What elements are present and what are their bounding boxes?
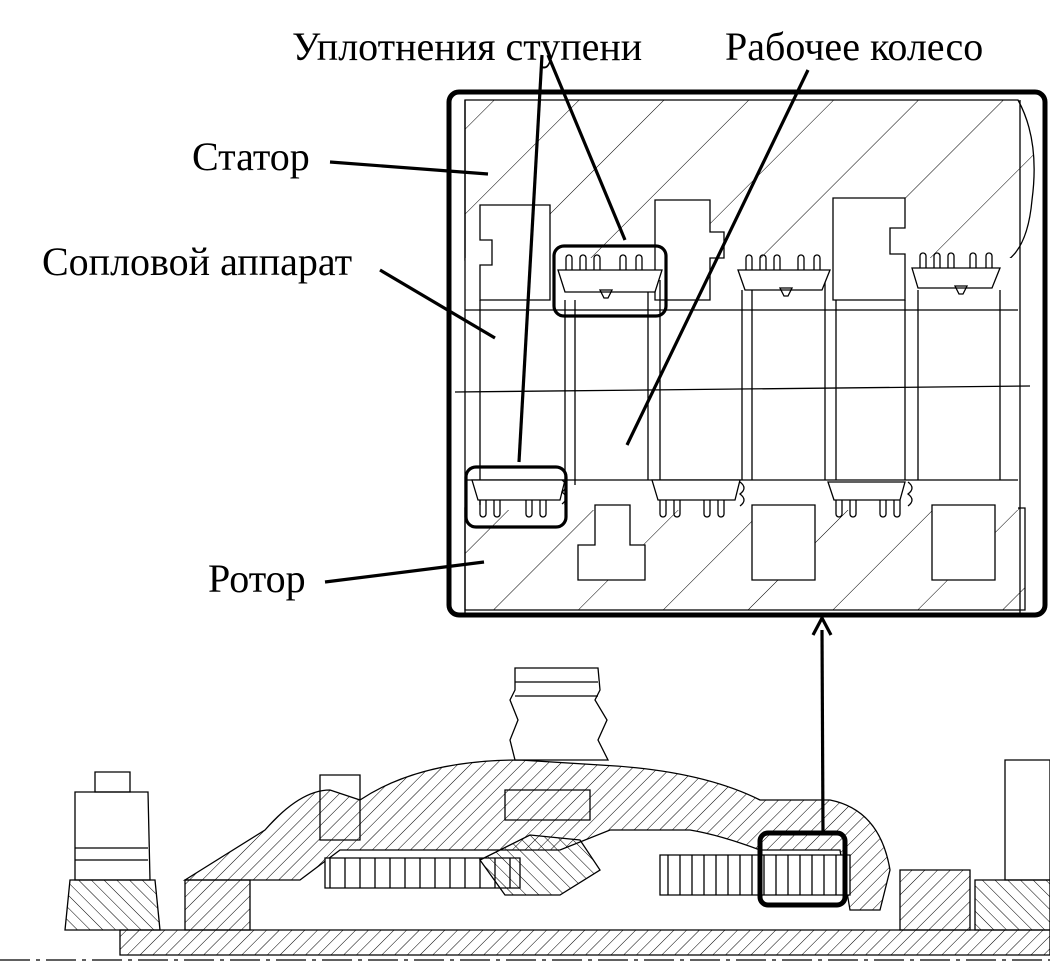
section-highlight (757, 830, 848, 908)
leader-stator (329, 160, 489, 176)
inset-frame (446, 89, 1048, 618)
upper-seal-teeth (557, 252, 1001, 299)
top-flange (509, 667, 610, 761)
label-rotor: Ротор (208, 556, 306, 601)
lp-blade-rows (659, 854, 851, 896)
leader-rotor (324, 560, 485, 584)
leader-lines (324, 54, 810, 584)
leader-nozzle (379, 268, 496, 340)
label-rotor-wheel: Рабочее колесо (725, 24, 983, 69)
leader-seals-lower (517, 54, 544, 463)
detail-inset (446, 89, 1048, 618)
label-nozzle: Сопловой аппарат (42, 239, 352, 284)
leader-wheel (625, 69, 810, 446)
label-stage-seals: Уплотнения ступени (292, 24, 642, 69)
leader-seals-upper (546, 54, 627, 241)
lower-seal-highlight (464, 465, 568, 529)
right-bearing (1004, 759, 1050, 881)
upper-seal-highlight (552, 244, 668, 318)
lower-seal-teeth (471, 479, 913, 518)
full-turbine-section (0, 667, 1050, 961)
rotor-disc-roots (577, 504, 996, 581)
stator-vane-roots (479, 197, 906, 301)
shaft (119, 929, 1050, 956)
left-bearing (74, 791, 151, 881)
zoom-arrow (811, 614, 833, 834)
label-stator: Статор (192, 134, 310, 179)
